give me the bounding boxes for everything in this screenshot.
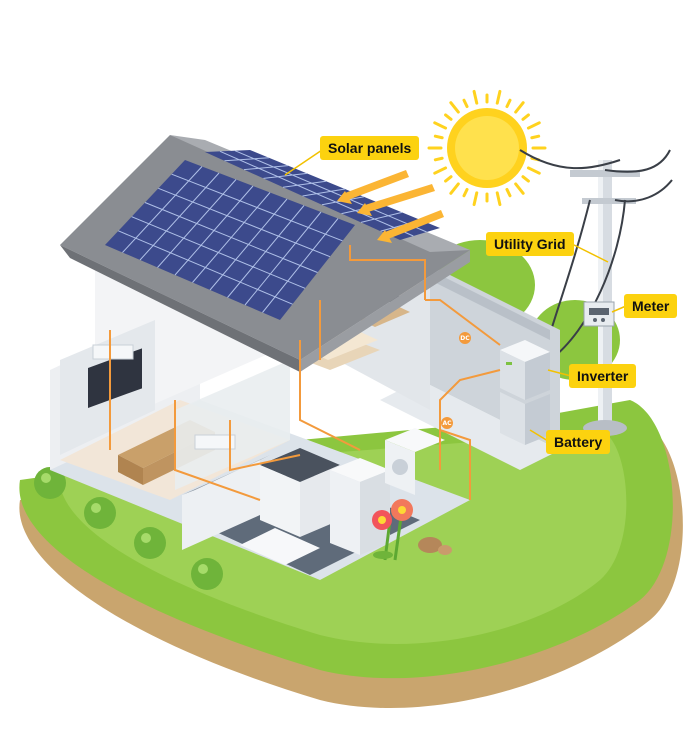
inverter-label: Inverter <box>569 364 637 388</box>
meter-icon <box>583 301 615 327</box>
solar-panel-array <box>105 150 440 320</box>
dc-tag: DC <box>459 332 471 344</box>
solar-panels-label: Solar panels <box>320 136 420 160</box>
wiring <box>109 245 501 501</box>
dc-tag-text: DC <box>460 335 470 342</box>
utility-grid-label: Utility Grid <box>486 232 574 256</box>
battery-unit <box>500 392 550 445</box>
meter-label: Meter <box>624 294 678 318</box>
utility-pole <box>519 149 673 436</box>
label-leaders <box>284 147 627 442</box>
sun-icon <box>427 89 547 207</box>
bushes <box>34 467 223 590</box>
rocks <box>418 537 452 555</box>
flowers <box>372 499 413 561</box>
battery-label: Battery <box>546 430 611 454</box>
ac-tag-text: AC <box>442 420 452 427</box>
inverter-unit <box>500 340 550 400</box>
ac-tag: AC <box>441 417 453 429</box>
sun-ray-arrows <box>337 170 444 243</box>
